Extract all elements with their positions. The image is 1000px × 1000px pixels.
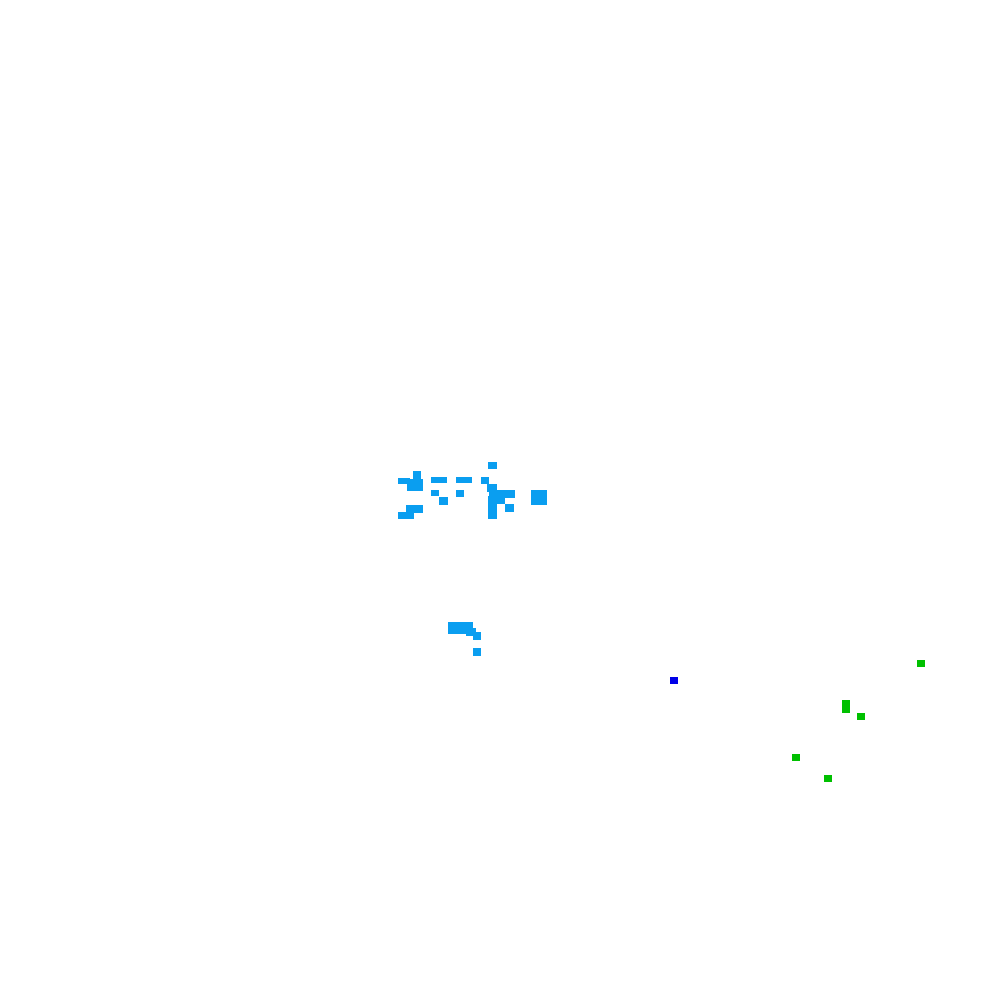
light-blue-cell <box>398 478 410 484</box>
light-blue-cell <box>431 477 447 483</box>
green-cell <box>917 660 925 667</box>
light-blue-cell <box>439 497 448 505</box>
light-blue-cell <box>505 504 514 512</box>
light-blue-cell <box>431 490 439 496</box>
green-cell <box>857 713 865 720</box>
light-blue-cell <box>489 490 515 498</box>
light-blue-cell <box>473 632 481 640</box>
light-blue-cell <box>473 648 481 656</box>
green-cell <box>842 700 850 713</box>
light-blue-cell <box>493 496 505 504</box>
light-blue-cell <box>407 479 423 491</box>
light-blue-cell <box>481 477 489 484</box>
light-blue-cell <box>531 490 547 505</box>
light-blue-cell <box>488 496 497 519</box>
green-cell <box>792 754 800 761</box>
light-blue-cell <box>398 512 414 519</box>
green-cell <box>824 775 832 782</box>
light-blue-cell <box>488 462 497 469</box>
light-blue-cell <box>487 484 497 492</box>
light-blue-cell <box>466 628 476 636</box>
blue-cell <box>670 677 678 684</box>
light-blue-cell <box>456 477 472 483</box>
light-blue-cell <box>406 505 423 513</box>
light-blue-cell <box>413 471 421 479</box>
light-blue-cell <box>456 490 464 497</box>
